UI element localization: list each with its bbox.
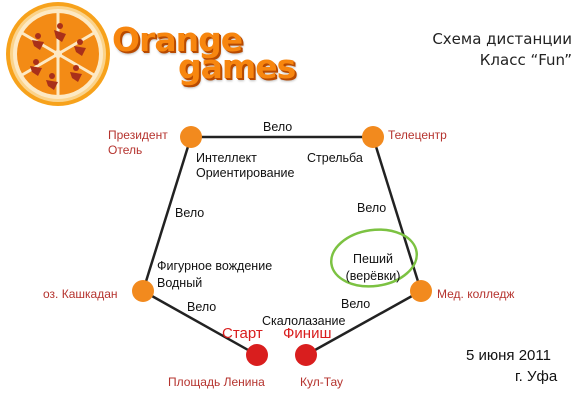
stage-label-walking: Пеший xyxy=(353,252,393,266)
stage-label-shooting: Стрельба xyxy=(307,151,363,165)
checkpoint-label: Президент xyxy=(108,128,168,142)
stage-label-figure: Водный xyxy=(157,276,202,290)
scheme-title: Схема дистанции xyxy=(432,30,572,48)
stage-label-intellect: Ориентирование xyxy=(196,166,294,180)
brand-name-line1: Orange xyxy=(112,20,243,59)
route-edge xyxy=(141,136,193,292)
stage-label-walking: (верёвки) xyxy=(346,269,401,283)
route-edge xyxy=(142,289,258,357)
edge-label: Вело xyxy=(175,206,204,220)
checkpoint-label: Телецентр xyxy=(388,128,447,142)
stage-label-figure: Фигурное вождение xyxy=(157,259,272,273)
checkpoint-label: оз. Кашкадан xyxy=(43,287,118,301)
edge-label: Вело xyxy=(263,120,292,134)
route-edge xyxy=(305,289,422,357)
checkpoint-college xyxy=(410,280,432,302)
edge-label: Вело xyxy=(187,300,216,314)
event-city: г. Уфа xyxy=(515,368,558,385)
scheme-class: Класс “Fun” xyxy=(479,51,572,69)
checkpoint-label: Кул-Тау xyxy=(300,375,343,389)
checkpoint-lenin xyxy=(246,344,268,366)
checkpoint-label: Отель xyxy=(108,143,142,157)
event-date: 5 июня 2011 xyxy=(466,347,551,364)
stage-label-intellect: Интеллект xyxy=(196,151,257,165)
edge-label: Вело xyxy=(341,297,370,311)
stage-label-climbing: Скалолазание xyxy=(262,314,346,328)
checkpoint-kashkadan xyxy=(132,280,154,302)
finish-marker: Финиш xyxy=(283,325,331,342)
checkpoint-telecentr xyxy=(362,126,384,148)
checkpoint-label: Площадь Ленина xyxy=(168,375,265,389)
edge-label: Вело xyxy=(357,201,386,215)
checkpoint-kultau xyxy=(295,344,317,366)
brand-name-line2: games xyxy=(178,47,296,86)
orange-slice-logo xyxy=(6,2,110,106)
walking-loop xyxy=(329,228,419,288)
checkpoint-label: Мед. колледж xyxy=(437,287,514,301)
start-marker: Старт xyxy=(222,325,263,342)
checkpoint-president xyxy=(180,126,202,148)
orange-slice-icon xyxy=(6,2,110,106)
